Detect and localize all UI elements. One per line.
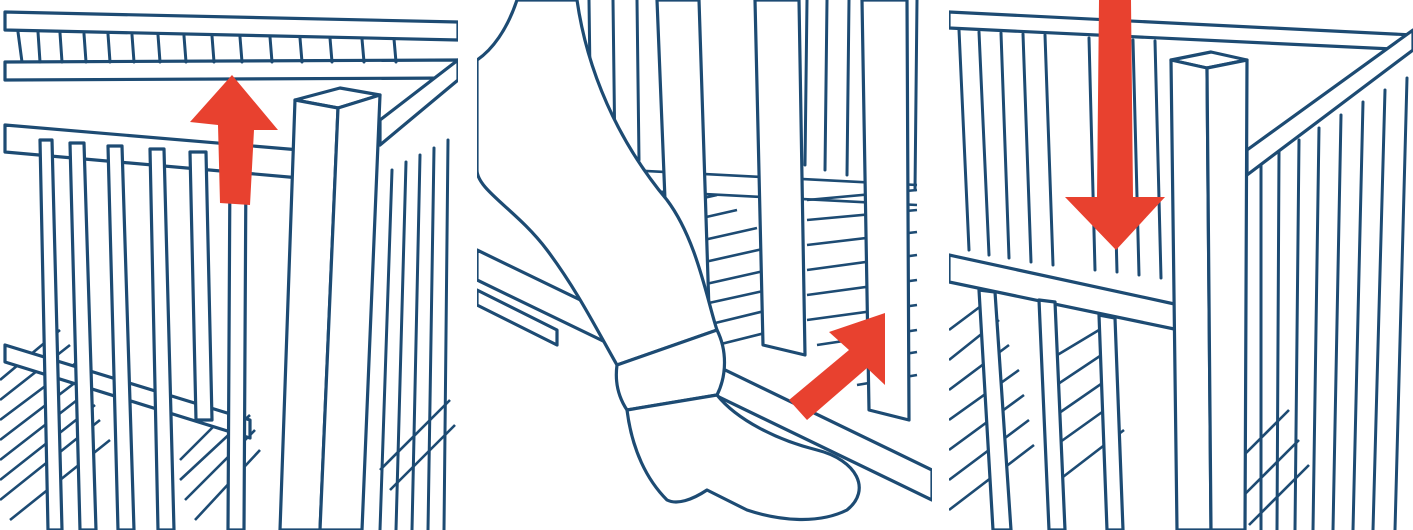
panel-lift-rail (0, 0, 458, 530)
crib-lower-illustration (949, 0, 1413, 530)
panel-foot-push (477, 0, 932, 530)
crib-lift-illustration (0, 0, 458, 530)
panel-lower-rail (949, 0, 1413, 530)
foot-push-illustration (477, 0, 932, 530)
